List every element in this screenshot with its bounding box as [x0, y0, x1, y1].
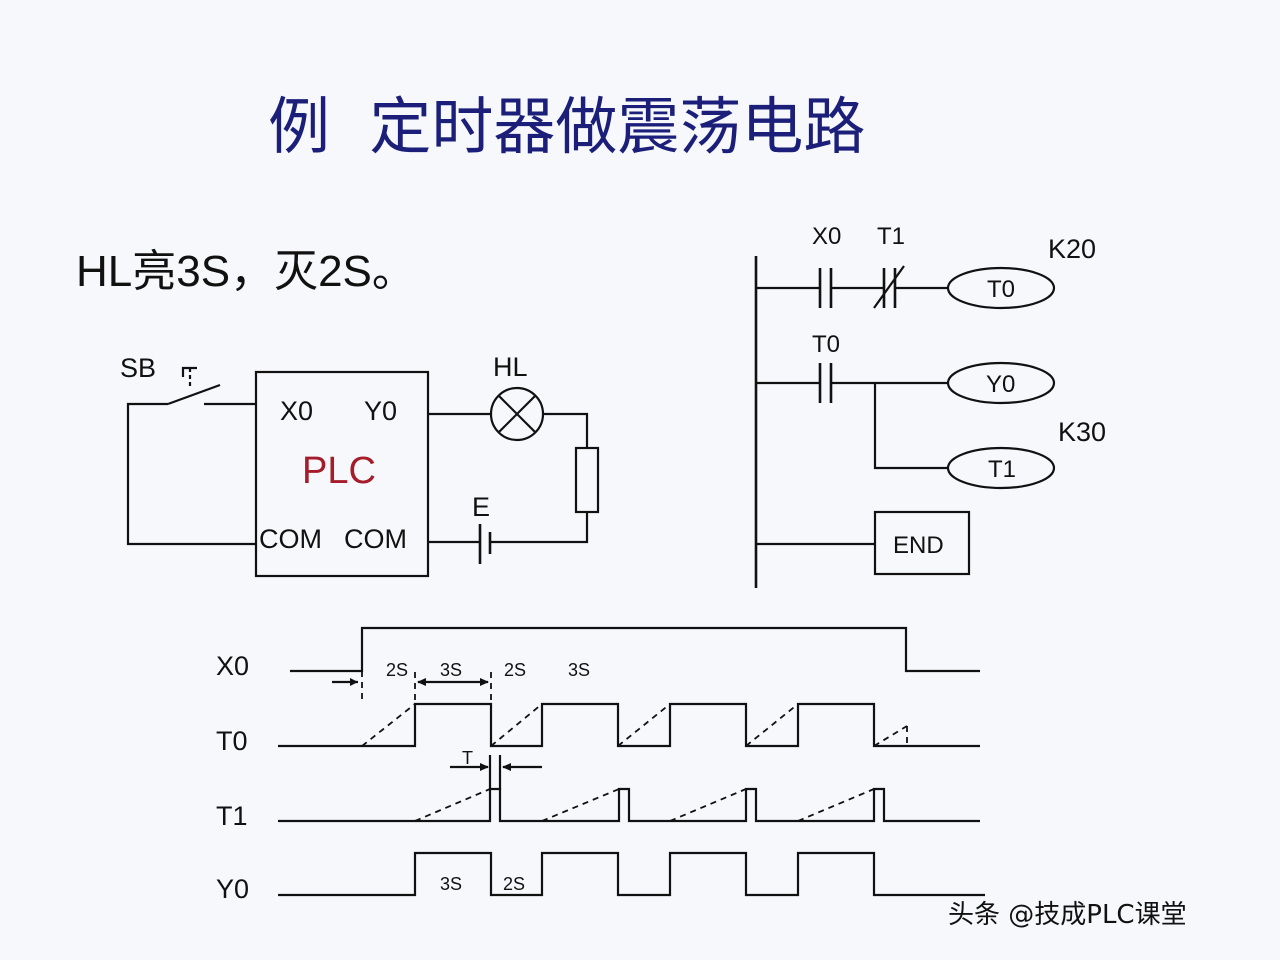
signal-label-y0: Y0 [216, 874, 249, 904]
contact-t0-label: T0 [812, 331, 840, 358]
coil-y0-icon [946, 361, 1056, 405]
contact-x0-label: X0 [812, 223, 841, 250]
resistor-icon [574, 446, 600, 514]
plc-output-y0: Y0 [364, 396, 397, 426]
wiring-diagram: SB X0 Y0 PLC COM COM HL E [120, 352, 600, 578]
contact-t1-label: T1 [877, 223, 905, 250]
battery-label: E [472, 492, 490, 522]
wire-resistor-battery [490, 512, 589, 544]
waveform-t1 [278, 787, 980, 823]
waveform-x0 [290, 626, 980, 673]
t1-ramps [414, 788, 875, 822]
page-title: 例 定时器做震荡电路 [268, 90, 865, 163]
plc-box [254, 370, 430, 578]
signal-label-t1: T1 [216, 801, 248, 831]
watermark: 头条 @技成PLC课堂 [948, 900, 1187, 930]
coil-t1-icon [946, 446, 1056, 490]
end-instruction-label: END [893, 532, 944, 559]
ladder-rung-2: T0 Y0 K30 T1 [756, 331, 1106, 490]
branch-t1 [873, 383, 948, 470]
ladder-diagram: X0 T1 K20 T0 T0 [754, 223, 1106, 588]
coil-t0-icon [946, 266, 1056, 310]
t0-preset: K20 [1048, 234, 1096, 264]
ladder-rung-3: END [756, 510, 971, 576]
coil-t1-label: T1 [988, 456, 1016, 483]
plc-com-2: COM [344, 524, 407, 554]
annotation-x0-2s: 2S [386, 660, 408, 680]
t1-preset: K30 [1058, 417, 1106, 447]
coil-y0-label: Y0 [986, 371, 1015, 398]
timing-markers [332, 671, 542, 790]
waveform-y0 [278, 851, 985, 897]
lamp-label: HL [493, 352, 528, 382]
annotation-y0-3s: 3S [440, 874, 462, 894]
push-button-icon [167, 366, 221, 406]
battery-icon [478, 524, 492, 564]
signal-label-x0: X0 [216, 651, 249, 681]
end-instruction-box [873, 510, 971, 576]
timing-diagram: X0 T0 T1 Y0 [216, 626, 985, 904]
requirement-text: HL亮3S，灭2S。 [76, 247, 416, 296]
coil-t0-label: T0 [987, 276, 1015, 303]
contact-no-x0-icon [818, 268, 833, 308]
plc-input-x0: X0 [280, 396, 313, 426]
annotation-x0-2s-b: 2S [504, 660, 526, 680]
lamp-icon [489, 386, 545, 442]
wire-left-loop [126, 402, 256, 546]
wire-lamp-resistor [543, 412, 589, 448]
plc-label: PLC [302, 450, 376, 492]
annotation-x0-3s: 3S [440, 660, 462, 680]
annotation-t1-pulse: T [462, 748, 473, 768]
signal-label-t0: T0 [216, 726, 248, 756]
waveform-t0 [278, 702, 980, 748]
annotation-x0-3s-b: 3S [568, 660, 590, 680]
annotation-y0-2s: 2S [503, 874, 525, 894]
plc-com-1: COM [259, 524, 322, 554]
ladder-rung-1: X0 T1 K20 T0 [756, 223, 1096, 310]
switch-label: SB [120, 353, 156, 383]
t0-ramps [361, 703, 908, 747]
contact-no-t0-icon [818, 363, 833, 403]
